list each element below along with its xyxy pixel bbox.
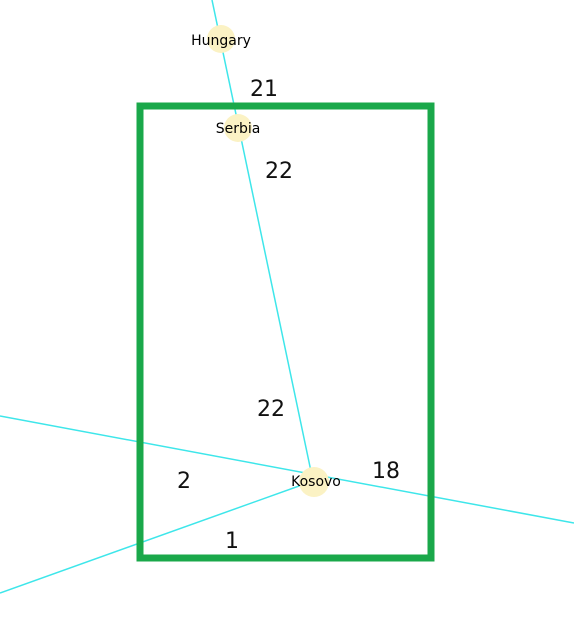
node-kosovo-label: Kosovo xyxy=(291,474,341,490)
edge-label-kosovo-up: 22 xyxy=(257,397,285,422)
edge-label-serbia-down: 22 xyxy=(265,159,293,184)
node-serbia-label: Serbia xyxy=(216,121,261,137)
node-hungary[interactable]: Hungary xyxy=(191,25,251,53)
node-hungary-marker xyxy=(207,25,235,53)
route-line-west-east xyxy=(0,415,574,524)
edge-label-kosovo-west: 2 xyxy=(177,469,191,494)
node-serbia[interactable]: Serbia xyxy=(216,114,261,142)
node-kosovo-marker xyxy=(299,467,329,497)
edge-label-hungary-serbia: 21 xyxy=(250,77,278,102)
selection-box[interactable] xyxy=(136,102,435,562)
edge-label-kosovo-east: 18 xyxy=(372,459,400,484)
node-hungary-label: Hungary xyxy=(191,33,251,49)
edge-label-kosovo-southwest: 1 xyxy=(225,529,239,554)
node-kosovo[interactable]: Kosovo xyxy=(291,467,341,497)
node-serbia-marker xyxy=(224,114,252,142)
route-line-north xyxy=(211,0,314,482)
route-line-southwest xyxy=(0,480,314,594)
